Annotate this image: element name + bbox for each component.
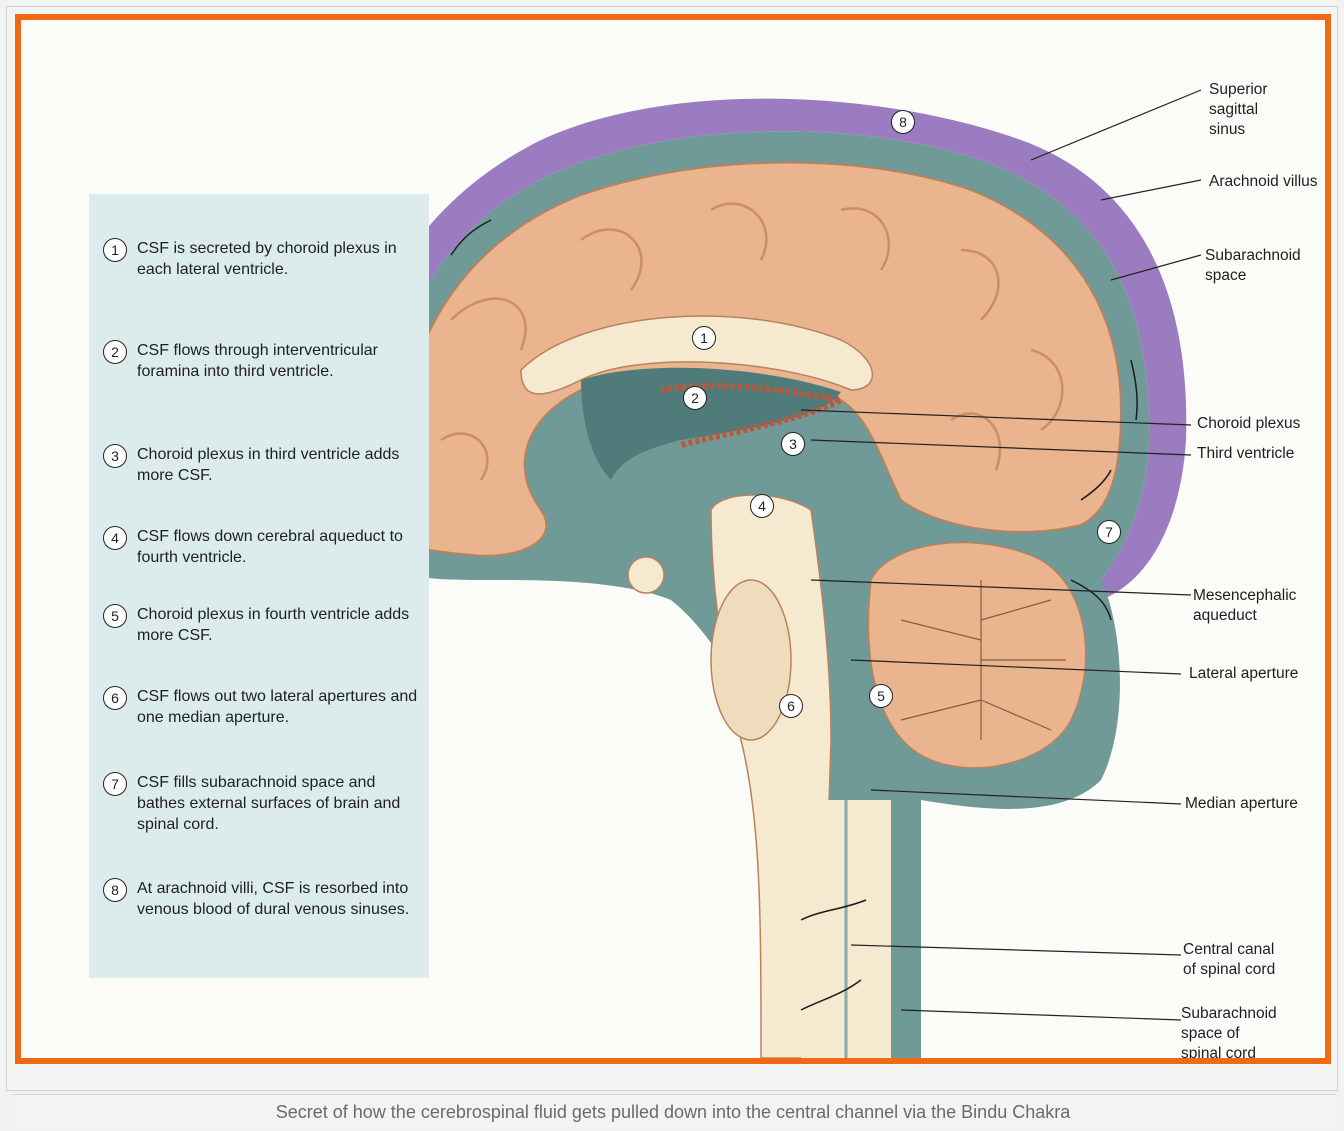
step-7: 7 CSF fills subarachnoid space and bathe…	[103, 772, 423, 835]
step-number: 5	[103, 604, 127, 628]
image-caption: Secret of how the cerebrospinal fluid ge…	[276, 1102, 1071, 1123]
label-choroid-plexus: Choroid plexus	[1197, 414, 1300, 434]
label-mesencephalic-aqueduct: Mesencephalic aqueduct	[1193, 586, 1296, 626]
step-number: 1	[103, 238, 127, 262]
label-subarachnoid-space-spinal: Subarachnoid space of spinal cord	[1181, 1004, 1277, 1064]
step-text: At arachnoid villi, CSF is resorbed into…	[137, 878, 423, 920]
step-4: 4 CSF flows down cerebral aqueduct to fo…	[103, 526, 423, 568]
steps-panel: 1 CSF is secreted by choroid plexus in e…	[89, 194, 429, 978]
label-central-canal: Central canal of spinal cord	[1183, 940, 1275, 980]
step-number: 6	[103, 686, 127, 710]
step-text: CSF flows down cerebral aqueduct to four…	[137, 526, 423, 568]
step-text: CSF flows out two lateral apertures and …	[137, 686, 423, 728]
callout-1: 1	[692, 326, 716, 350]
caption-bar: Secret of how the cerebrospinal fluid ge…	[10, 1094, 1336, 1129]
step-8: 8 At arachnoid villi, CSF is resorbed in…	[103, 878, 423, 920]
step-5: 5 Choroid plexus in fourth ventricle add…	[103, 604, 423, 646]
callout-2: 2	[683, 386, 707, 410]
step-number: 3	[103, 444, 127, 468]
label-arachnoid-villus: Arachnoid villus	[1209, 172, 1318, 192]
step-2: 2 CSF flows through interventricular for…	[103, 340, 423, 382]
step-6: 6 CSF flows out two lateral apertures an…	[103, 686, 423, 728]
step-text: Choroid plexus in third ventricle adds m…	[137, 444, 423, 486]
label-third-ventricle: Third ventricle	[1197, 444, 1294, 464]
cerebellum	[869, 543, 1086, 768]
callout-6: 6	[779, 694, 803, 718]
step-number: 2	[103, 340, 127, 364]
step-text: CSF is secreted by choroid plexus in eac…	[137, 238, 423, 280]
step-text: Choroid plexus in fourth ventricle adds …	[137, 604, 423, 646]
figure-border: 1 CSF is secreted by choroid plexus in e…	[15, 14, 1331, 1064]
callout-7: 7	[1097, 520, 1121, 544]
label-superior-sagittal-sinus: Superior sagittal sinus	[1209, 80, 1268, 140]
step-number: 7	[103, 772, 127, 796]
callout-4: 4	[750, 494, 774, 518]
step-1: 1 CSF is secreted by choroid plexus in e…	[103, 238, 423, 280]
pons	[711, 580, 791, 740]
step-text: CSF fills subarachnoid space and bathes …	[137, 772, 423, 835]
step-text: CSF flows through interventricular foram…	[137, 340, 423, 382]
callout-5: 5	[869, 684, 893, 708]
label-median-aperture: Median aperture	[1185, 794, 1298, 814]
step-number: 8	[103, 878, 127, 902]
step-number: 4	[103, 526, 127, 550]
pituitary	[628, 557, 664, 593]
label-subarachnoid-space: Subarachnoid space	[1205, 246, 1301, 286]
label-lateral-aperture: Lateral aperture	[1189, 664, 1298, 684]
callout-3: 3	[781, 432, 805, 456]
callout-8: 8	[891, 110, 915, 134]
step-3: 3 Choroid plexus in third ventricle adds…	[103, 444, 423, 486]
